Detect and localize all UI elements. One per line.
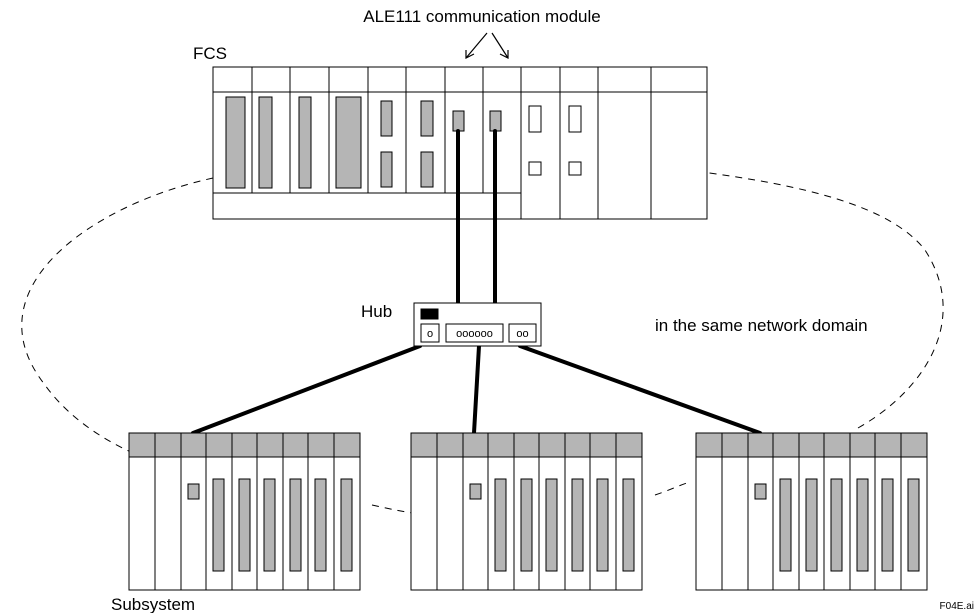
hub	[413, 302, 542, 347]
subsystem-label: Subsystem	[111, 595, 195, 613]
subsystem-rack-1	[128, 432, 361, 591]
network-domain-label: in the same network domain	[655, 316, 868, 335]
file-id-label: F04E.ai	[940, 601, 974, 612]
subsystem-rack-3	[695, 432, 928, 591]
network-cables	[191, 129, 762, 435]
fcs-modules	[225, 96, 582, 189]
hub-port-left: o	[427, 328, 433, 340]
network-domain-boundary	[21, 171, 944, 515]
hub-port-middle: oooooo	[456, 328, 493, 340]
module-callout-label: ALE111 communication module	[363, 7, 601, 26]
callout-arrows	[465, 32, 509, 59]
subsystem-rack-2	[410, 432, 643, 591]
fcs-label: FCS	[193, 44, 227, 63]
hub-port-right: oo	[516, 328, 528, 340]
hub-label: Hub	[361, 302, 392, 321]
